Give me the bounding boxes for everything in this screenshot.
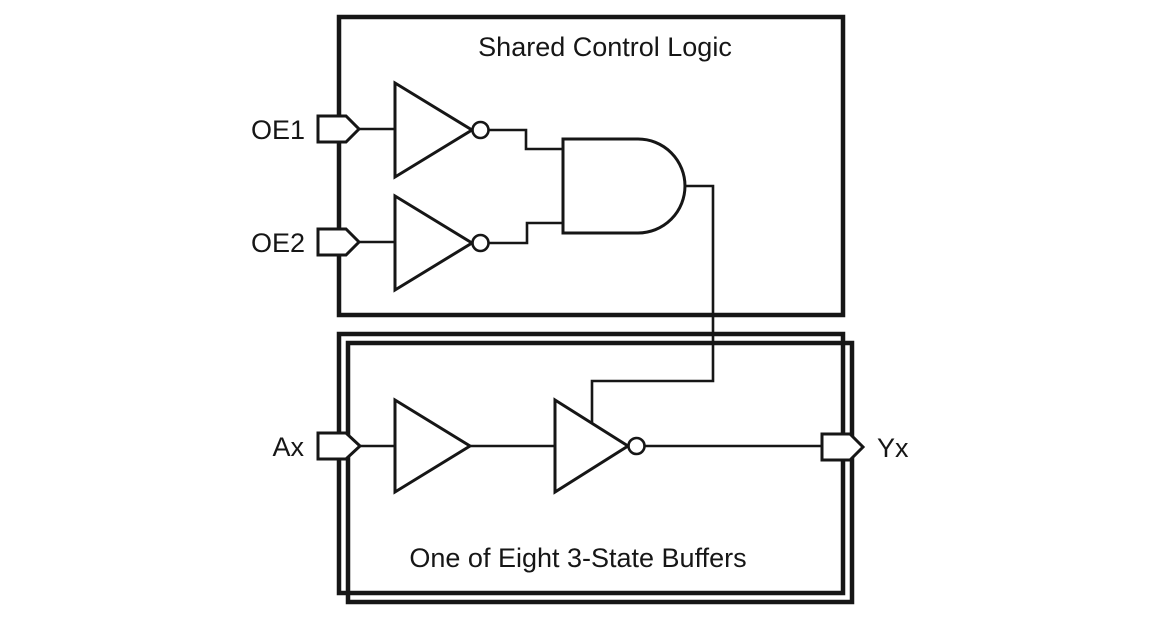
yx-label: Yx [877,433,909,463]
control-block-title: Shared Control Logic [478,32,732,62]
buffer-gate-icon [393,397,473,495]
oe1-label: OE1 [251,115,305,145]
inverter1-bubble [471,120,490,140]
oe1-input-pin-icon [316,114,362,144]
yx-output-pin-icon [820,432,866,462]
inverter2-bubble [471,233,490,253]
wire-and-to-enable [590,184,715,424]
inverter1-triangle [393,80,475,180]
buffer-block-box [336,331,846,596]
and-gate-icon [561,137,687,235]
tristate-inverter-gate-icon [553,397,646,495]
oe2-input-pin-icon [316,227,362,257]
tristate-bubble [627,436,646,456]
wire-inverter2-to-and [487,221,563,245]
buffer-block-title: One of Eight 3-State Buffers [409,543,746,573]
inverter2-triangle [393,193,475,293]
wire-inverter1-to-and [489,128,563,151]
tristate-triangle [553,397,631,495]
ax-label: Ax [272,432,304,462]
inverter2-gate-icon [393,193,490,293]
control-block-box [336,14,846,318]
oe2-label: OE2 [251,228,305,258]
inverter1-gate-icon [393,80,490,180]
buffer-block-shadow-box [345,340,855,605]
ax-input-pin-icon [316,431,363,461]
